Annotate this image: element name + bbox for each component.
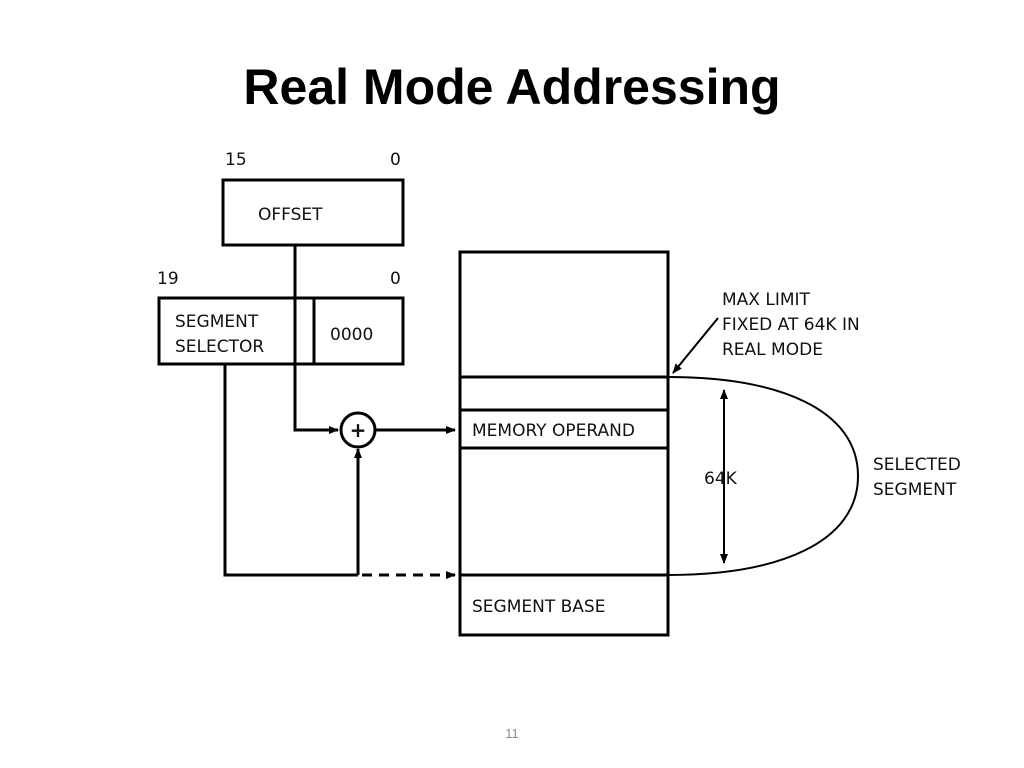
segment-selector-label-line1: SEGMENT: [175, 312, 259, 332]
segment-bit-high-label: 19: [157, 269, 179, 289]
segment-low-bits-label: 0000: [330, 325, 373, 345]
slide-title: Real Mode Addressing: [243, 59, 781, 115]
selected-segment-curve: [667, 376, 860, 576]
offset-bit-low-label: 0: [390, 150, 401, 170]
segment-bit-low-label: 0: [390, 269, 401, 289]
offset-bit-high-label: 15: [225, 150, 247, 170]
max-limit-line2: FIXED AT 64K IN: [722, 315, 860, 335]
segment-selector-to-base-connector: [223, 364, 358, 577]
max-limit-line3: REAL MODE: [722, 340, 823, 360]
offset-register-box: [221, 178, 405, 247]
page-number: 11: [505, 726, 519, 741]
max-limit-line1: MAX LIMIT: [722, 290, 811, 310]
segment-selector-box: [157, 296, 405, 366]
segment-selector-label-line2: SELECTOR: [175, 337, 264, 357]
offset-register-label: OFFSET: [258, 205, 323, 225]
adder-symbol: +: [350, 418, 367, 442]
segment-base-label: SEGMENT BASE: [472, 597, 605, 617]
segment-size-label: 64K: [704, 469, 738, 489]
max-limit-pointer: [672, 317, 719, 374]
selected-segment-line1: SELECTED: [873, 455, 961, 475]
memory-operand-label: MEMORY OPERAND: [472, 421, 635, 441]
offset-to-adder-connector: [293, 245, 339, 434]
selected-segment-line2: SEGMENT: [873, 480, 957, 500]
memory-column: [458, 250, 670, 637]
